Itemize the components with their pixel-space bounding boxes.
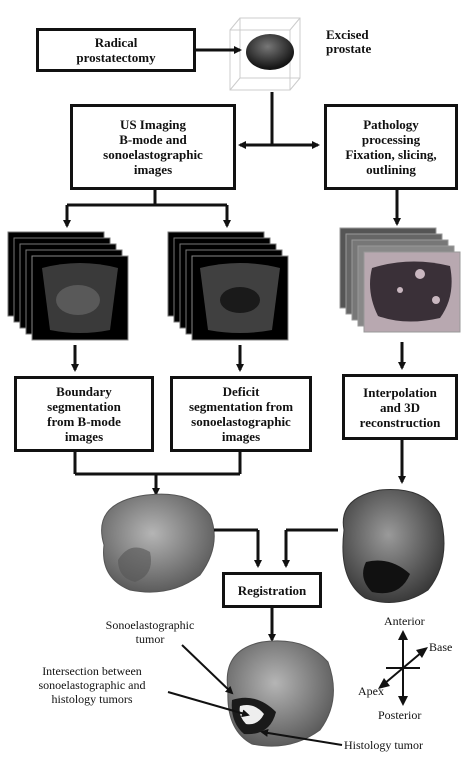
- label-line: Apex: [358, 684, 384, 698]
- label-line: tumor: [90, 632, 210, 646]
- box-line: Registration: [238, 583, 307, 598]
- box-pathology-processing: Pathology processing Fixation, slicing, …: [324, 104, 458, 190]
- box-line: Boundary: [56, 384, 112, 399]
- pointer-sono-tumor: [182, 645, 232, 693]
- label-line: prostate: [326, 42, 371, 56]
- label-line: Anterior: [384, 614, 425, 628]
- label-line: Excised: [326, 28, 371, 42]
- box-line: images: [222, 429, 260, 444]
- label-line: sonoelastographic and: [14, 678, 170, 692]
- label-anterior: Anterior: [384, 614, 425, 628]
- bmode-image-stack: [8, 232, 128, 340]
- label-line: Base: [429, 640, 452, 654]
- box-line: and 3D: [380, 400, 420, 415]
- box-boundary-segmentation: Boundary segmentation from B-mode images: [14, 376, 154, 452]
- label-intersection: Intersection between sonoelastographic a…: [14, 664, 170, 706]
- excised-prostate-icon: [230, 18, 300, 90]
- histology-mesh-model: [343, 490, 444, 603]
- box-line: Radical: [95, 35, 138, 50]
- box-line: Pathology: [363, 117, 419, 132]
- box-line: prostatectomy: [76, 50, 155, 65]
- label-line: Histology tumor: [344, 738, 423, 752]
- label-line: histology tumors: [14, 692, 170, 706]
- registered-mesh-model: [227, 641, 333, 746]
- label-excised-prostate: Excised prostate: [326, 28, 371, 56]
- box-line: Interpolation: [363, 385, 437, 400]
- box-line: sonoelastographic: [191, 414, 291, 429]
- box-line: Fixation, slicing,: [345, 147, 436, 162]
- box-line: from B-mode: [47, 414, 121, 429]
- label-sono-tumor: Sonoelastographic tumor: [90, 618, 210, 646]
- box-interpolation-reconstruction: Interpolation and 3D reconstruction: [342, 374, 458, 440]
- box-line: segmentation: [47, 399, 121, 414]
- sono-image-stack: [168, 232, 288, 340]
- box-radical-prostatectomy: Radical prostatectomy: [36, 28, 196, 72]
- label-line: Sonoelastographic: [90, 618, 210, 632]
- box-registration: Registration: [222, 572, 322, 608]
- box-us-imaging: US Imaging B-mode and sonoelastographic …: [70, 104, 236, 190]
- label-base: Base: [429, 640, 452, 654]
- box-line: outlining: [366, 162, 416, 177]
- box-line: B-mode and: [119, 132, 187, 147]
- us-mesh-model: [102, 494, 215, 592]
- label-histology-tumor: Histology tumor: [344, 738, 423, 752]
- box-line: sonoelastographic: [103, 147, 203, 162]
- label-line: Posterior: [378, 708, 421, 722]
- orientation-axes-icon: [378, 630, 428, 706]
- box-deficit-segmentation: Deficit segmentation from sonoelastograp…: [170, 376, 312, 452]
- box-line: reconstruction: [360, 415, 441, 430]
- box-line: US Imaging: [120, 117, 186, 132]
- histology-image-stack: [340, 228, 460, 332]
- box-line: images: [134, 162, 172, 177]
- label-posterior: Posterior: [378, 708, 421, 722]
- label-line: Intersection between: [14, 664, 170, 678]
- label-apex: Apex: [358, 684, 384, 698]
- box-line: images: [65, 429, 103, 444]
- box-line: Deficit: [223, 384, 260, 399]
- box-line: segmentation from: [189, 399, 293, 414]
- box-line: processing: [362, 132, 420, 147]
